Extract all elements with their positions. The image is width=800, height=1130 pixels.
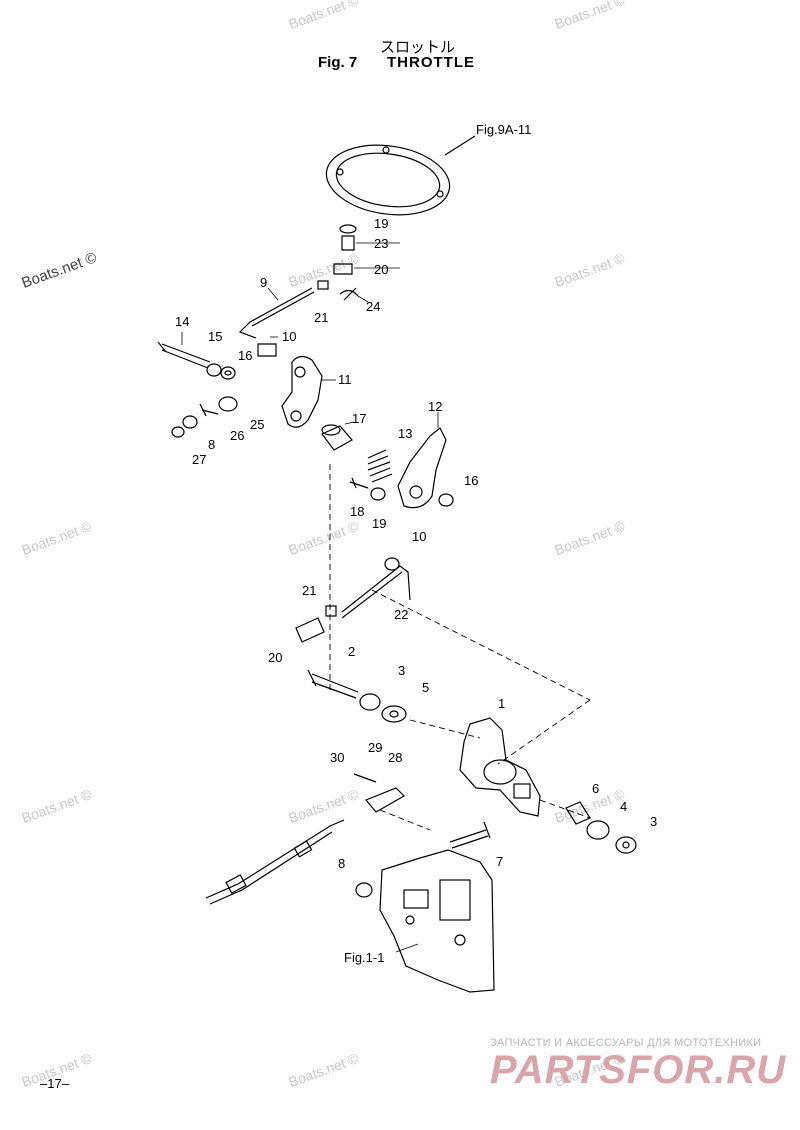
part-label: 26 <box>230 428 244 443</box>
part-label: 16 <box>238 348 252 363</box>
part-label: 17 <box>352 411 366 426</box>
figure-title: THROTTLE <box>387 54 475 71</box>
reference-fig-9a-11: Fig.9A-11 <box>476 122 532 137</box>
reference-fig-1-1: Fig.1-1 <box>344 950 385 965</box>
part-label: 20 <box>268 650 282 665</box>
part-label: 2 <box>348 644 355 659</box>
part-label: 12 <box>428 399 442 414</box>
part-label: 27 <box>192 452 206 467</box>
part-label: 18 <box>350 504 364 519</box>
part-label: 3 <box>398 663 405 678</box>
part-label: 7 <box>496 854 503 869</box>
part-label: 20 <box>374 262 388 277</box>
part-label: 15 <box>208 329 222 344</box>
part-label: 8 <box>338 856 345 871</box>
part-label: 4 <box>620 799 627 814</box>
part-label: 29 <box>368 740 382 755</box>
part-label: 16 <box>464 473 478 488</box>
part-label: 9 <box>260 275 267 290</box>
part-label: 5 <box>422 680 429 695</box>
brand-logo: PARTSFOR.RU <box>490 1048 787 1092</box>
part-label: 23 <box>374 236 388 251</box>
part-label: 10 <box>412 529 426 544</box>
part-label: 24 <box>366 299 380 314</box>
page-number: –17– <box>40 1076 69 1091</box>
part-label: 22 <box>394 607 408 622</box>
part-label: 28 <box>388 750 402 765</box>
part-label: 1 <box>498 696 505 711</box>
part-label: 21 <box>302 583 316 598</box>
brand-subtitle: ЗАПЧАСТИ И АКСЕССУАРЫ ДЛЯ МОТОТЕХНИКИ <box>490 1037 762 1049</box>
part-label: 11 <box>338 372 352 387</box>
part-label: 21 <box>314 310 328 325</box>
part-label: 3 <box>650 814 657 829</box>
part-label: 13 <box>398 426 412 441</box>
part-label: 10 <box>282 329 296 344</box>
part-label: 8 <box>208 437 215 452</box>
part-label: 6 <box>592 781 599 796</box>
part-label: 14 <box>175 314 189 329</box>
title-japanese: スロットル <box>380 38 456 56</box>
figure-number: Fig. 7 <box>318 54 358 71</box>
part-label: 19 <box>374 216 388 231</box>
part-label: 19 <box>372 516 386 531</box>
part-labels: 19 23 20 24 21 9 10 14 15 16 11 25 26 8 … <box>175 216 657 871</box>
part-label: 30 <box>330 750 344 765</box>
part-label: 25 <box>250 417 264 432</box>
